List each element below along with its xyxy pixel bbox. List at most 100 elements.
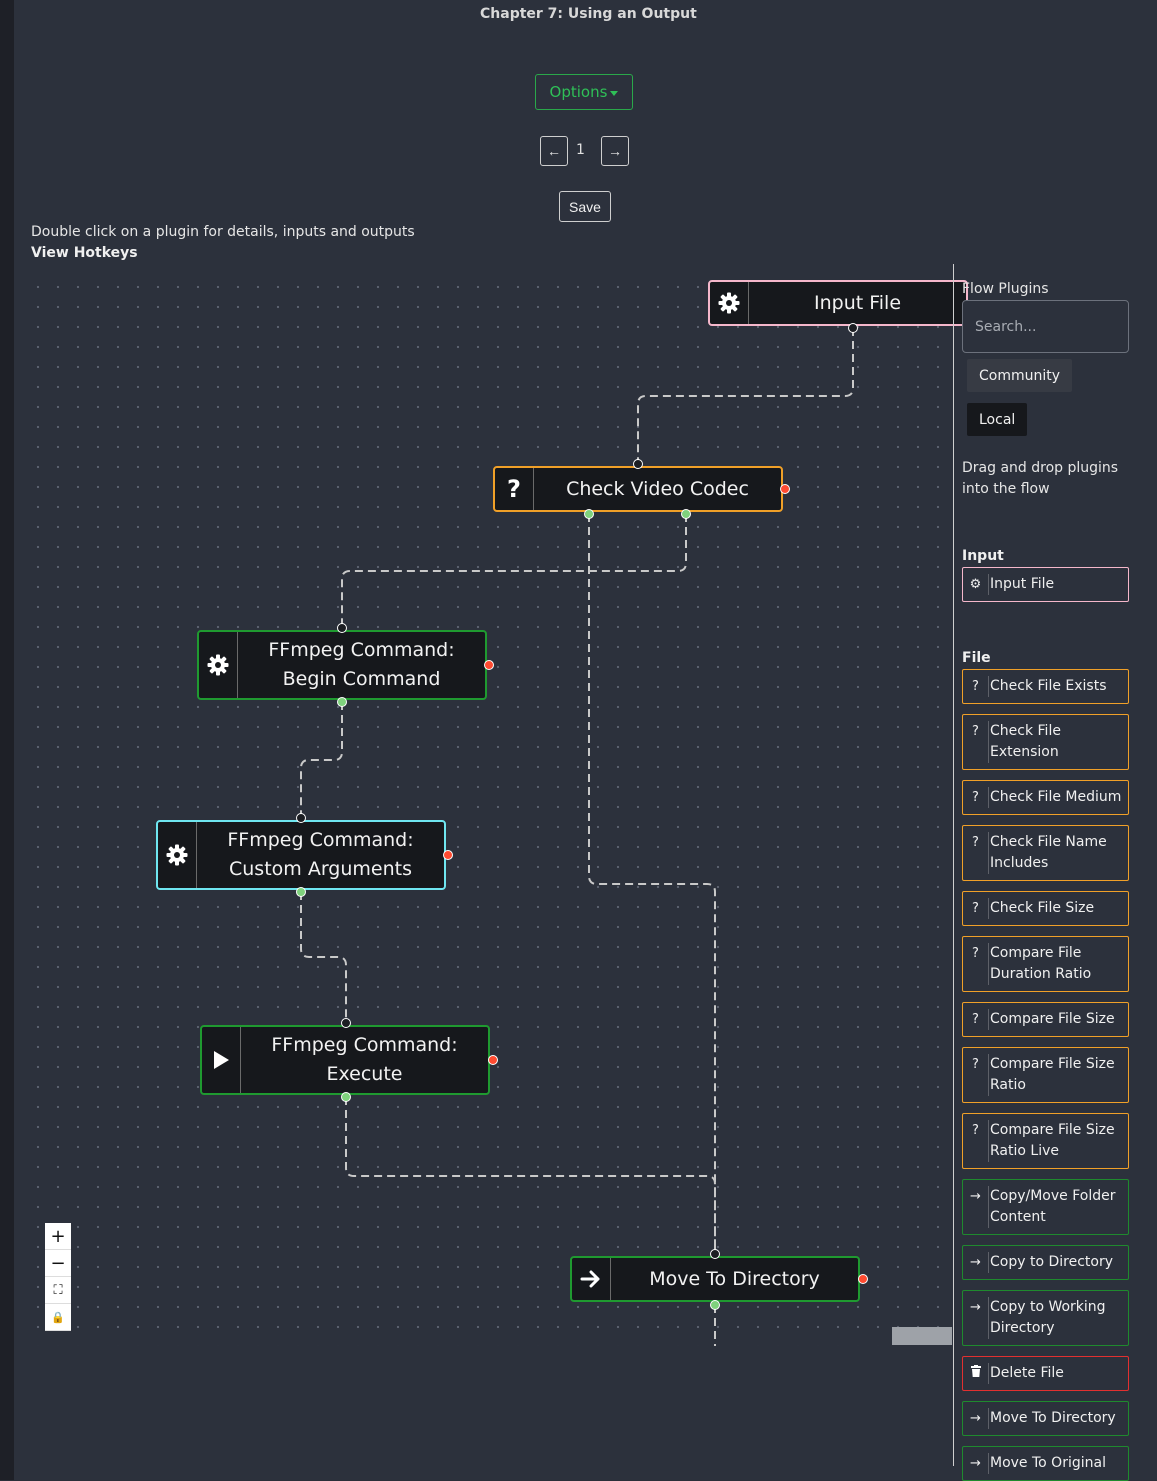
plugin-search-input[interactable] (962, 300, 1129, 353)
plugins-sidebar: Flow Plugins Community Local Drag and dr… (953, 264, 1141, 1481)
sidebar-title: Flow Plugins (962, 281, 1049, 297)
gear-icon (158, 822, 197, 888)
zoom-in-button[interactable]: + (45, 1223, 71, 1250)
plugin-item-label: Check File Name Includes (988, 832, 1122, 874)
prev-page-button[interactable]: ← (540, 136, 568, 166)
handle-output-ffmpeg-custom[interactable] (296, 887, 306, 897)
instructions-text: Double click on a plugin for details, in… (31, 224, 415, 240)
caret-down-icon (610, 90, 619, 96)
plugin-item-label: Check File Medium (988, 787, 1122, 808)
edge-begin-to-custom (300, 702, 343, 818)
plugin-item-move-to-original[interactable]: → Move To Original (962, 1446, 1129, 1481)
plugin-item-label: Compare File Size Ratio Live (988, 1120, 1122, 1162)
lock-button[interactable]: 🔒 (45, 1304, 71, 1331)
plugin-item-compare-file-size-ratio-live[interactable]: ? Compare File Size Ratio Live (962, 1113, 1129, 1169)
node-label: FFmpeg Command: Custom Arguments (227, 829, 414, 880)
handle-output-ffmpeg-execute[interactable] (341, 1092, 351, 1102)
arrow-right-icon: → (970, 1456, 981, 1471)
plugin-item-label: Compare File Size Ratio (988, 1054, 1122, 1096)
plugin-item-check-file-name-includes[interactable]: ? Check File Name Includes (962, 825, 1129, 881)
plugin-item-delete-file[interactable]: Delete File (962, 1356, 1129, 1391)
plugin-item-label: Compare File Duration Ratio (988, 943, 1122, 985)
handle-error-ffmpeg-custom[interactable] (443, 850, 453, 860)
plugin-item-copy-to-working-directory[interactable]: → Copy to Working Directory (962, 1290, 1129, 1346)
edge-codec-to-begin (341, 514, 687, 628)
zoom-out-button[interactable]: − (45, 1250, 71, 1277)
handle-error-check-video-codec[interactable] (780, 484, 790, 494)
plugin-item-check-file-exists[interactable]: ?Check File Exists (962, 669, 1129, 704)
plugin-item-label: Copy to Working Directory (988, 1297, 1122, 1339)
edge-codec-to-move (588, 514, 716, 1254)
plugin-item-label: Copy to Directory (988, 1252, 1122, 1273)
gear-icon (710, 282, 749, 324)
gear-icon: ⚙ (969, 577, 982, 592)
plugin-item-compare-file-size-ratio[interactable]: ? Compare File Size Ratio (962, 1047, 1129, 1103)
plugin-item-label: Copy/Move Folder Content (988, 1186, 1122, 1228)
question-icon: ? (972, 790, 979, 805)
handle-error-move-to-directory[interactable] (858, 1274, 868, 1284)
handle-input-ffmpeg-begin[interactable] (337, 623, 347, 633)
view-hotkeys-link[interactable]: View Hotkeys (31, 245, 138, 261)
edge-input-to-codec (637, 328, 854, 464)
plugin-item-compare-file-size[interactable]: ?Compare File Size (962, 1002, 1129, 1037)
node-ffmpeg-begin-command[interactable]: FFmpeg Command: Begin Command (197, 630, 487, 700)
trash-icon (963, 1363, 988, 1384)
plugin-item-label: Check File Size (988, 898, 1122, 919)
next-page-button[interactable]: → (601, 136, 629, 166)
options-label: Options (549, 83, 608, 101)
handle-output-1-check-video-codec[interactable] (584, 509, 594, 519)
save-button[interactable]: Save (559, 191, 611, 222)
fit-view-icon: ⛶ (53, 1282, 63, 1298)
plugin-item-label: Move To Directory (988, 1408, 1122, 1429)
question-icon: ? (972, 946, 979, 961)
edge-execute-to-move (345, 1097, 716, 1254)
handle-input-ffmpeg-execute[interactable] (341, 1018, 351, 1028)
arrow-right-icon: → (970, 1411, 981, 1426)
handle-input-ffmpeg-custom[interactable] (296, 813, 306, 823)
handle-input-move-to-directory[interactable] (710, 1249, 720, 1259)
horizontal-scrollbar-thumb[interactable] (892, 1327, 952, 1345)
question-icon: ? (972, 1057, 979, 1072)
handle-error-ffmpeg-begin[interactable] (484, 660, 494, 670)
plugin-item-input-file[interactable]: ⚙ Input File (962, 567, 1129, 602)
options-dropdown-button[interactable]: Options (535, 74, 633, 110)
gear-icon (199, 632, 238, 698)
page-title: Chapter 7: Using an Output (480, 6, 697, 22)
plugin-item-compare-file-duration-ratio[interactable]: ? Compare File Duration Ratio (962, 936, 1129, 992)
node-check-video-codec[interactable]: ? Check Video Codec (493, 466, 783, 512)
plugin-item-label: Move To Original (988, 1453, 1122, 1474)
question-icon: ? (972, 1123, 979, 1138)
node-label: Check Video Codec (566, 477, 749, 500)
flow-canvas[interactable]: Input File ? Check Video Codec FFmpeg Co… (30, 270, 968, 1346)
handle-output-move-to-directory[interactable] (710, 1300, 720, 1310)
handle-output-2-check-video-codec[interactable] (681, 509, 691, 519)
handle-error-ffmpeg-execute[interactable] (488, 1055, 498, 1065)
fit-view-button[interactable]: ⛶ (45, 1277, 71, 1304)
lock-icon: 🔒 (51, 1310, 65, 1324)
node-label: Move To Directory (649, 1267, 820, 1290)
tab-community[interactable]: Community (967, 359, 1073, 392)
question-icon: ? (495, 468, 534, 510)
node-label: FFmpeg Command: Execute (271, 1034, 458, 1085)
handle-input-check-video-codec[interactable] (633, 459, 643, 469)
handle-output-input-file[interactable] (848, 323, 858, 333)
handle-output-ffmpeg-begin[interactable] (337, 697, 347, 707)
plugin-item-check-file-extension[interactable]: ?Check File Extension (962, 714, 1129, 770)
arrow-right-icon (572, 1258, 611, 1300)
question-icon: ? (972, 679, 979, 694)
node-ffmpeg-custom-arguments[interactable]: FFmpeg Command: Custom Arguments (156, 820, 446, 890)
plugin-item-check-file-size[interactable]: ?Check File Size (962, 891, 1129, 926)
plugin-item-label: Input File (988, 574, 1122, 595)
arrow-right-icon: → (970, 1300, 981, 1315)
plugin-item-copy-to-directory[interactable]: →Copy to Directory (962, 1245, 1129, 1280)
node-move-to-directory[interactable]: Move To Directory (570, 1256, 860, 1302)
plugin-item-check-file-medium[interactable]: ? Check File Medium (962, 780, 1129, 815)
section-input-heading: Input (962, 548, 1004, 564)
node-ffmpeg-execute[interactable]: FFmpeg Command: Execute (200, 1025, 490, 1095)
question-icon: ? (972, 835, 979, 850)
node-input-file[interactable]: Input File (708, 280, 968, 326)
plugin-item-move-to-directory[interactable]: → Move To Directory (962, 1401, 1129, 1436)
tab-local[interactable]: Local (967, 403, 1028, 436)
question-icon: ? (972, 724, 979, 739)
plugin-item-copy-move-folder-content[interactable]: →Copy/Move Folder Content (962, 1179, 1129, 1235)
